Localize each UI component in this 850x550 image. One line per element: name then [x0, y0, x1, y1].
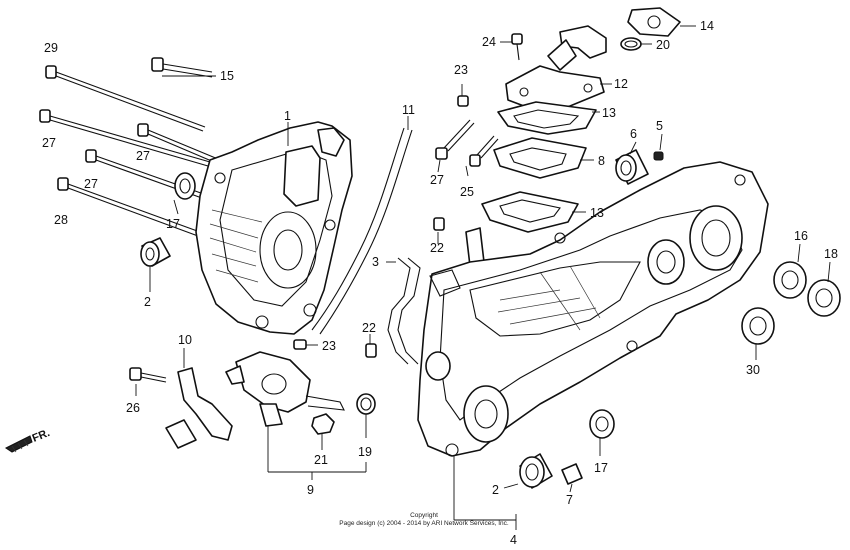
callout-8: 8	[598, 154, 605, 168]
right-crankcase	[417, 161, 769, 457]
gasket-13-upper	[497, 101, 597, 135]
callout-27: 27	[84, 177, 98, 191]
callout-17: 17	[594, 461, 608, 475]
callout-11: 11	[402, 103, 415, 117]
dowel-7	[561, 463, 583, 485]
bolt-28	[57, 177, 201, 237]
callout-18: 18	[824, 247, 838, 261]
callout-15: 15	[220, 69, 234, 83]
nut-21	[311, 413, 335, 435]
callout-13: 13	[590, 206, 604, 220]
callout-12: 12	[614, 77, 628, 91]
callout-27: 27	[430, 173, 444, 187]
callout-3: 3	[372, 255, 379, 269]
intake-pipe-assembly	[505, 25, 607, 113]
ball-bearing-30	[741, 307, 775, 345]
bolt-27-center	[435, 119, 475, 160]
copyright-notice: Copyright Page design (c) 2004 - 2014 by…	[339, 512, 509, 527]
callout-16: 16	[794, 229, 808, 243]
callout-19: 19	[358, 445, 372, 459]
bolt-15	[151, 57, 213, 78]
dowel-pin-22-upper	[433, 217, 445, 231]
clip-23-lower	[293, 339, 307, 350]
dowel-pin-22-lower	[365, 343, 377, 358]
oil-seal-17-right	[589, 409, 615, 439]
callout-20: 20	[656, 38, 670, 52]
callout-28: 28	[54, 213, 68, 227]
left-crankcase-cover	[195, 121, 353, 335]
callout-21: 21	[314, 453, 328, 467]
leader-lines	[135, 25, 831, 530]
callout-23: 23	[322, 339, 336, 353]
intake-flange-14	[627, 7, 681, 37]
callout-6: 6	[630, 127, 637, 141]
needle-bearing-2-right	[519, 453, 553, 489]
bolt-26	[129, 367, 167, 383]
direction-label: FR.	[31, 427, 52, 445]
needle-bearing-2-left	[140, 237, 171, 267]
callout-30: 30	[746, 363, 760, 377]
callout-22: 22	[430, 241, 444, 255]
bolt-24	[511, 33, 523, 61]
callout-7: 7	[566, 493, 573, 507]
bolt-29	[45, 65, 206, 132]
copyright-line-2: Page design (c) 2004 - 2014 by ARI Netwo…	[339, 520, 509, 527]
front-direction-marker: FR.	[5, 427, 52, 453]
needle-bearing-6	[615, 149, 649, 185]
bolt-27-a	[39, 109, 211, 167]
callout-29: 29	[44, 41, 58, 55]
callout-17: 17	[166, 217, 180, 231]
callout-5: 5	[656, 119, 663, 133]
callout-24: 24	[482, 35, 496, 49]
oil-seal-17-left	[174, 172, 196, 200]
callout-14: 14	[700, 19, 714, 33]
oil-seal-18	[807, 279, 841, 317]
crankcase-gasket-3	[387, 257, 421, 365]
callout-2: 2	[492, 483, 499, 497]
callout-10: 10	[178, 333, 192, 347]
callout-22: 22	[362, 321, 376, 335]
callouts: 29 15 27 27 27 28 1 17 2 11 23 24 12 13 …	[42, 19, 838, 547]
oil-pump-assembly	[225, 351, 345, 427]
o-ring-19	[356, 393, 376, 415]
bolt-25	[469, 135, 499, 167]
o-ring-20	[620, 37, 642, 51]
clip-23-upper	[457, 95, 469, 107]
callout-1: 1	[284, 109, 291, 123]
gasket-13-lower	[481, 191, 579, 233]
callout-2: 2	[144, 295, 151, 309]
callout-26: 26	[126, 401, 140, 415]
ball-bearing-16	[773, 261, 807, 299]
bolt-27-c	[85, 149, 216, 203]
callout-13: 13	[602, 106, 616, 120]
clip-5	[653, 151, 664, 161]
callout-27: 27	[42, 136, 56, 150]
callout-9: 9	[307, 483, 314, 497]
callout-27: 27	[136, 149, 150, 163]
reed-valve-8	[493, 137, 587, 179]
pump-lever-10	[165, 367, 233, 449]
callout-25: 25	[460, 185, 474, 199]
breather-tube-11	[311, 127, 413, 335]
copyright-line-1: Copyright	[410, 512, 438, 519]
callout-4: 4	[510, 533, 517, 547]
callout-23: 23	[454, 63, 468, 77]
